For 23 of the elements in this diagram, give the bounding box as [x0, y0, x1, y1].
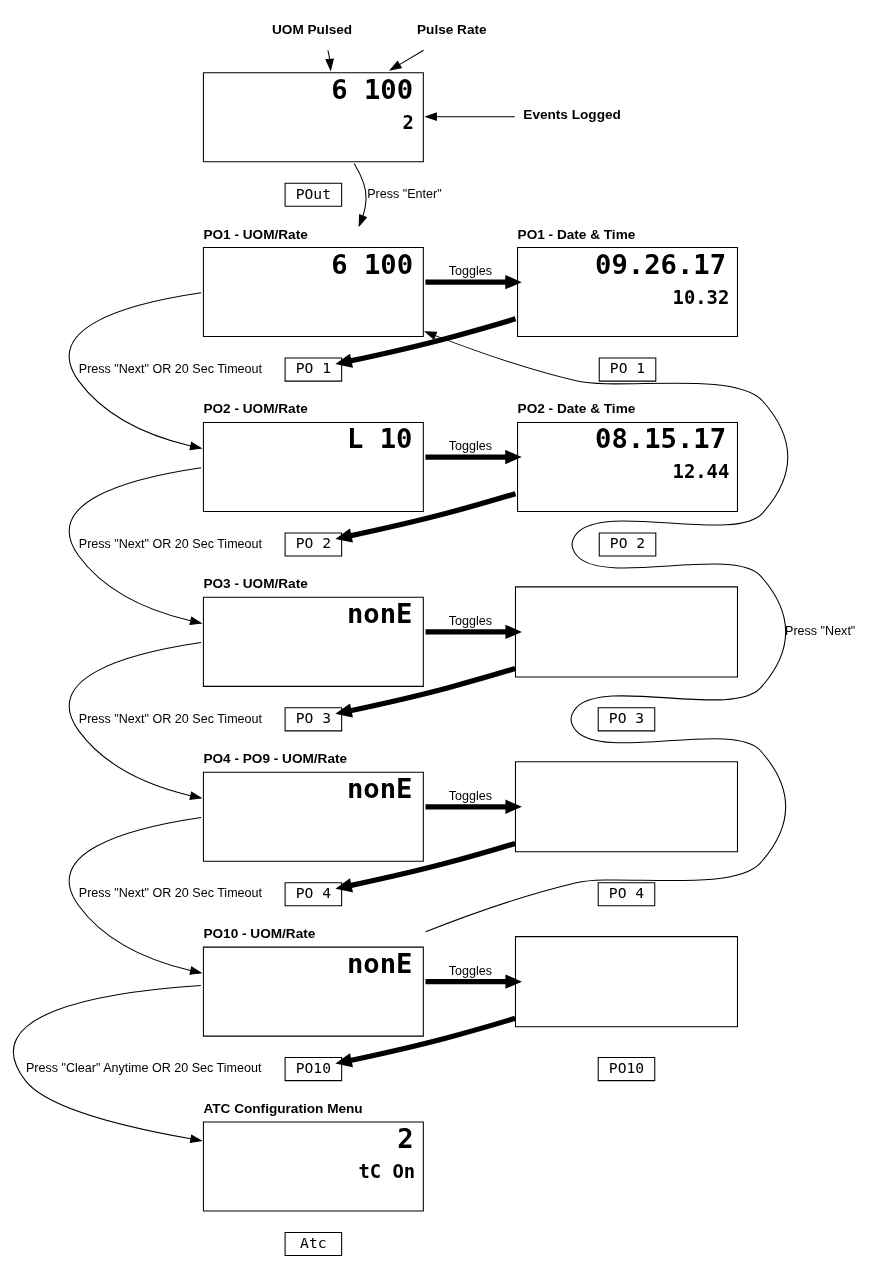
edge-label: Press "Next"	[785, 624, 856, 639]
node-label: PO1 - UOM/Rate	[203, 226, 308, 242]
edge-label: Press "Next" OR 20 Sec Timeout	[78, 361, 263, 376]
edge-label: Toggles	[448, 439, 493, 454]
edge-label: Press "Enter"	[367, 186, 442, 201]
edge-label: Press "Next" OR 20 Sec Timeout	[78, 711, 263, 726]
edge-label: Toggles	[448, 963, 493, 978]
node-label: PO1 - Date & Time	[517, 226, 636, 242]
node-label: PO3 - UOM/Rate	[203, 576, 308, 592]
edge-label: Toggles	[448, 264, 493, 279]
node-label: PO2 - Date & Time	[517, 401, 636, 417]
edge-label: Press "Next" OR 20 Sec Timeout	[78, 886, 263, 901]
node-text: Pulse Rate	[417, 21, 487, 37]
edge-label: Toggles	[448, 614, 493, 629]
node-label: PO2 - UOM/Rate	[203, 401, 308, 417]
node-text: Events Logged	[523, 107, 621, 123]
node-text: UOM Pulsed	[272, 21, 353, 37]
edge-label: Press "Next" OR 20 Sec Timeout	[78, 536, 263, 551]
node-label: ATC Configuration Menu	[203, 1100, 363, 1116]
node-label: PO4 - PO9 - UOM/Rate	[203, 751, 348, 767]
edge-label: Toggles	[448, 789, 493, 804]
node-label: PO10 - UOM/Rate	[203, 926, 316, 942]
edge-label: Press "Clear" Anytime OR 20 Sec Timeout	[25, 1061, 262, 1076]
